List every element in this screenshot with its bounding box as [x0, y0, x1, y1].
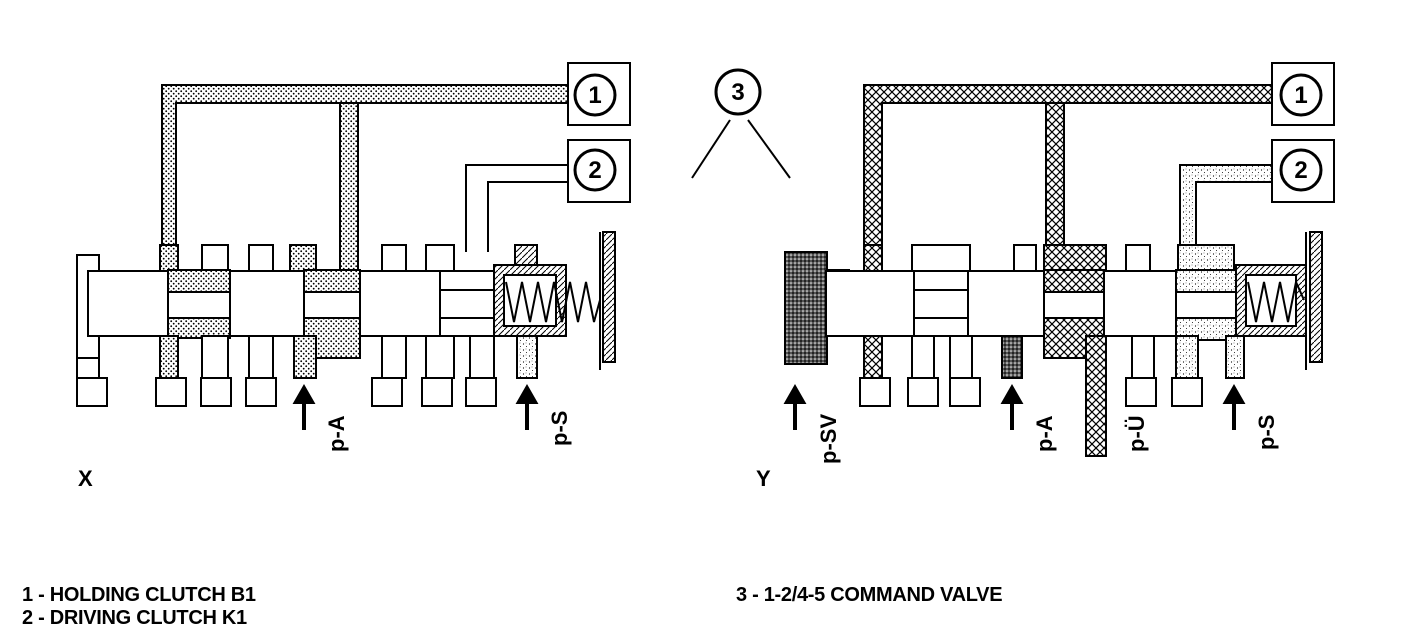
y-label-pa: p-A — [1032, 415, 1057, 452]
callout-1-right-number: 1 — [1294, 82, 1307, 109]
callout-1-left-number: 1 — [588, 82, 601, 109]
y-arrow-ps — [1222, 383, 1246, 430]
callout-2-right: 2 — [1271, 139, 1335, 203]
callout-1-left: 1 — [567, 62, 631, 126]
legend-item-3: 3 - 1-2/4-5 COMMAND VALVE — [736, 584, 1003, 606]
x-arrow-ps — [515, 383, 539, 430]
y-channel-pu — [1085, 335, 1107, 457]
y-line-clutch2 — [1179, 164, 1276, 253]
callout-2-left-number: 2 — [588, 157, 601, 184]
x-arrow-pa — [292, 383, 316, 430]
callout-2-left: 2 — [567, 139, 631, 203]
y-arrow-psv — [783, 383, 807, 430]
y-arrow-pa — [1000, 383, 1024, 430]
callout-1-right: 1 — [1271, 62, 1335, 126]
callout-3: 3 — [691, 68, 791, 179]
y-label-psv: p-SV — [816, 414, 841, 464]
x-label-ps: p-S — [547, 411, 572, 446]
callout-3-number: 3 — [731, 79, 744, 106]
y-label-ps: p-S — [1254, 415, 1279, 450]
x-label-pa: p-A — [324, 415, 349, 452]
legend-item-2: 2 - DRIVING CLUTCH K1 — [22, 607, 247, 629]
x-line-clutch1 — [161, 84, 569, 273]
valve-x: p-A p-S 1 2 X — [76, 62, 631, 491]
y-label-pu: p-Ü — [1124, 415, 1149, 452]
x-spring — [505, 281, 601, 323]
view-y-label: Y — [756, 466, 771, 491]
view-x-label: X — [78, 466, 93, 491]
valve-y: p-SV p-A p-Ü p-S 1 2 Y — [756, 62, 1335, 491]
callout-2-right-number: 2 — [1294, 157, 1307, 184]
legend-item-1: 1 - HOLDING CLUTCH B1 — [22, 584, 256, 606]
x-line-clutch2 — [465, 164, 568, 252]
y-spring — [1247, 278, 1305, 323]
